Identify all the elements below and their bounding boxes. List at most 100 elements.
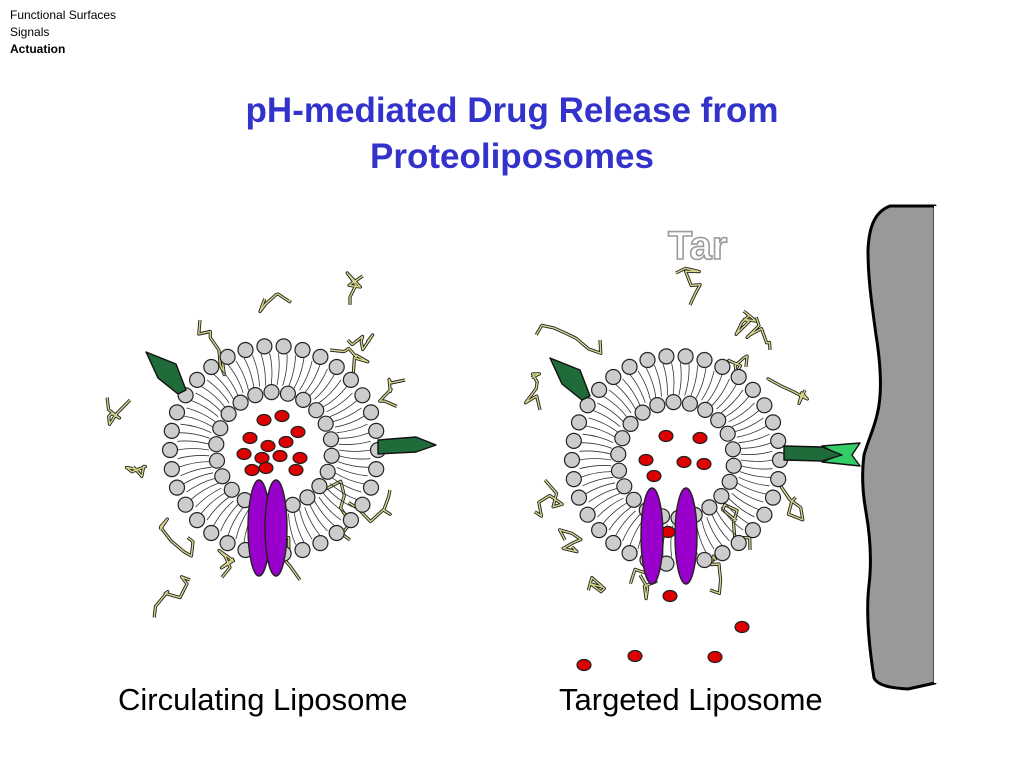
lipid-tail xyxy=(329,483,358,501)
lipid-head xyxy=(570,414,588,431)
lipid-head xyxy=(697,401,714,418)
polymer-chain xyxy=(152,575,191,618)
lipid-tail xyxy=(288,355,296,387)
drug-molecule xyxy=(707,650,723,664)
lipid-head xyxy=(362,404,380,421)
circulating-liposome xyxy=(105,271,437,618)
breadcrumb-item-actuation[interactable]: Actuation xyxy=(10,42,66,56)
lipid-head xyxy=(565,471,582,488)
lipid-head xyxy=(203,524,220,542)
polymer-chain xyxy=(746,317,771,351)
lipid-head xyxy=(710,412,727,429)
lipid-tail xyxy=(180,466,212,477)
lipid-head xyxy=(163,461,180,478)
lipid-tail xyxy=(177,455,210,460)
lipid-head xyxy=(634,404,651,421)
page-title-line-1: pH-mediated Drug Release from xyxy=(245,91,779,130)
lipid-tail xyxy=(739,442,772,449)
lipid-tail xyxy=(597,497,624,518)
lipid-tail xyxy=(293,511,305,543)
breadcrumb-item-functional-surfaces[interactable]: Functional Surfaces xyxy=(10,8,117,22)
lipid-tail xyxy=(183,415,214,428)
lipid-tail xyxy=(592,409,621,427)
breadcrumb: Functional Surfaces Signals Actuation xyxy=(10,7,116,58)
drug-molecule xyxy=(288,463,304,477)
lipid-tail xyxy=(731,493,760,511)
lipid-head xyxy=(312,348,329,365)
lipid-head xyxy=(294,541,311,559)
lipid-tail xyxy=(206,496,230,521)
lipid-tail xyxy=(706,517,723,546)
page-title-line-2: Proteoliposomes xyxy=(370,137,654,176)
channel-protein xyxy=(640,487,664,585)
lipid-tail xyxy=(186,477,216,493)
lipid-tail xyxy=(588,487,618,503)
lipid-head xyxy=(203,358,220,376)
lipid-head xyxy=(189,511,206,529)
lipid-tail xyxy=(337,461,370,468)
lipid-head xyxy=(756,397,773,414)
lipid-tail xyxy=(190,399,219,417)
lipid-head xyxy=(208,436,225,453)
polymer-chain xyxy=(346,272,364,305)
drug-molecule xyxy=(258,461,274,475)
polymer-chain xyxy=(735,310,757,336)
drug-molecule xyxy=(260,439,276,453)
lipid-head xyxy=(308,402,325,419)
polymer-chain xyxy=(535,324,602,354)
lipid-tail xyxy=(629,374,646,403)
lipid-tail xyxy=(584,482,616,495)
lipid-head xyxy=(701,499,718,516)
lipid-tail xyxy=(615,383,636,410)
lipid-tail xyxy=(314,374,335,400)
lipid-head xyxy=(665,394,682,411)
lipid-tail xyxy=(662,363,668,396)
lipid-head xyxy=(163,422,180,439)
lipid-tail xyxy=(724,502,750,525)
breadcrumb-item-signals[interactable]: Signals xyxy=(10,25,50,39)
lipid-tail xyxy=(227,506,244,536)
lipid-tail xyxy=(293,357,305,389)
lipid-head xyxy=(319,463,336,480)
cell-wall-shape xyxy=(861,204,937,691)
lipid-head xyxy=(570,489,588,506)
lipid-tail xyxy=(178,461,211,468)
lipid-head xyxy=(590,381,608,398)
lipid-tail xyxy=(701,519,715,550)
lipid-tail xyxy=(588,417,618,433)
lipid-tail xyxy=(220,368,239,396)
lipid-head xyxy=(219,534,236,552)
lipid-tail xyxy=(235,509,249,540)
lipid-head xyxy=(223,481,240,498)
lipid-head xyxy=(616,478,633,495)
polymer-chain xyxy=(534,479,563,517)
cell-edge-highlight xyxy=(934,206,937,683)
polymer-chain xyxy=(533,478,564,518)
lipid-tail xyxy=(318,496,342,521)
lipid-head xyxy=(328,524,345,542)
drug-molecule xyxy=(272,449,288,463)
polymer-chain xyxy=(587,576,605,593)
lipid-tail xyxy=(731,409,760,428)
lipid-head xyxy=(232,394,249,411)
lipid-tail xyxy=(334,415,366,428)
lipid-tail xyxy=(326,487,353,508)
lipid-tail xyxy=(579,450,612,455)
lipid-tail xyxy=(615,510,636,536)
polymer-chain xyxy=(347,334,374,351)
lipid-head xyxy=(323,447,340,464)
lipid-tail xyxy=(318,379,342,404)
lipid-tail xyxy=(738,476,770,487)
polymer-chain xyxy=(675,267,701,306)
drug-molecule xyxy=(734,620,750,634)
lipid-head xyxy=(625,491,642,508)
lipid-tail xyxy=(724,395,750,418)
lipid-tail xyxy=(684,363,690,396)
lipid-tail xyxy=(580,442,613,449)
lipid-tail xyxy=(678,363,682,396)
drug-molecule xyxy=(658,429,674,443)
lipid-tail xyxy=(597,402,624,423)
targeting-ligand xyxy=(783,445,843,462)
drug-molecule xyxy=(676,455,692,469)
